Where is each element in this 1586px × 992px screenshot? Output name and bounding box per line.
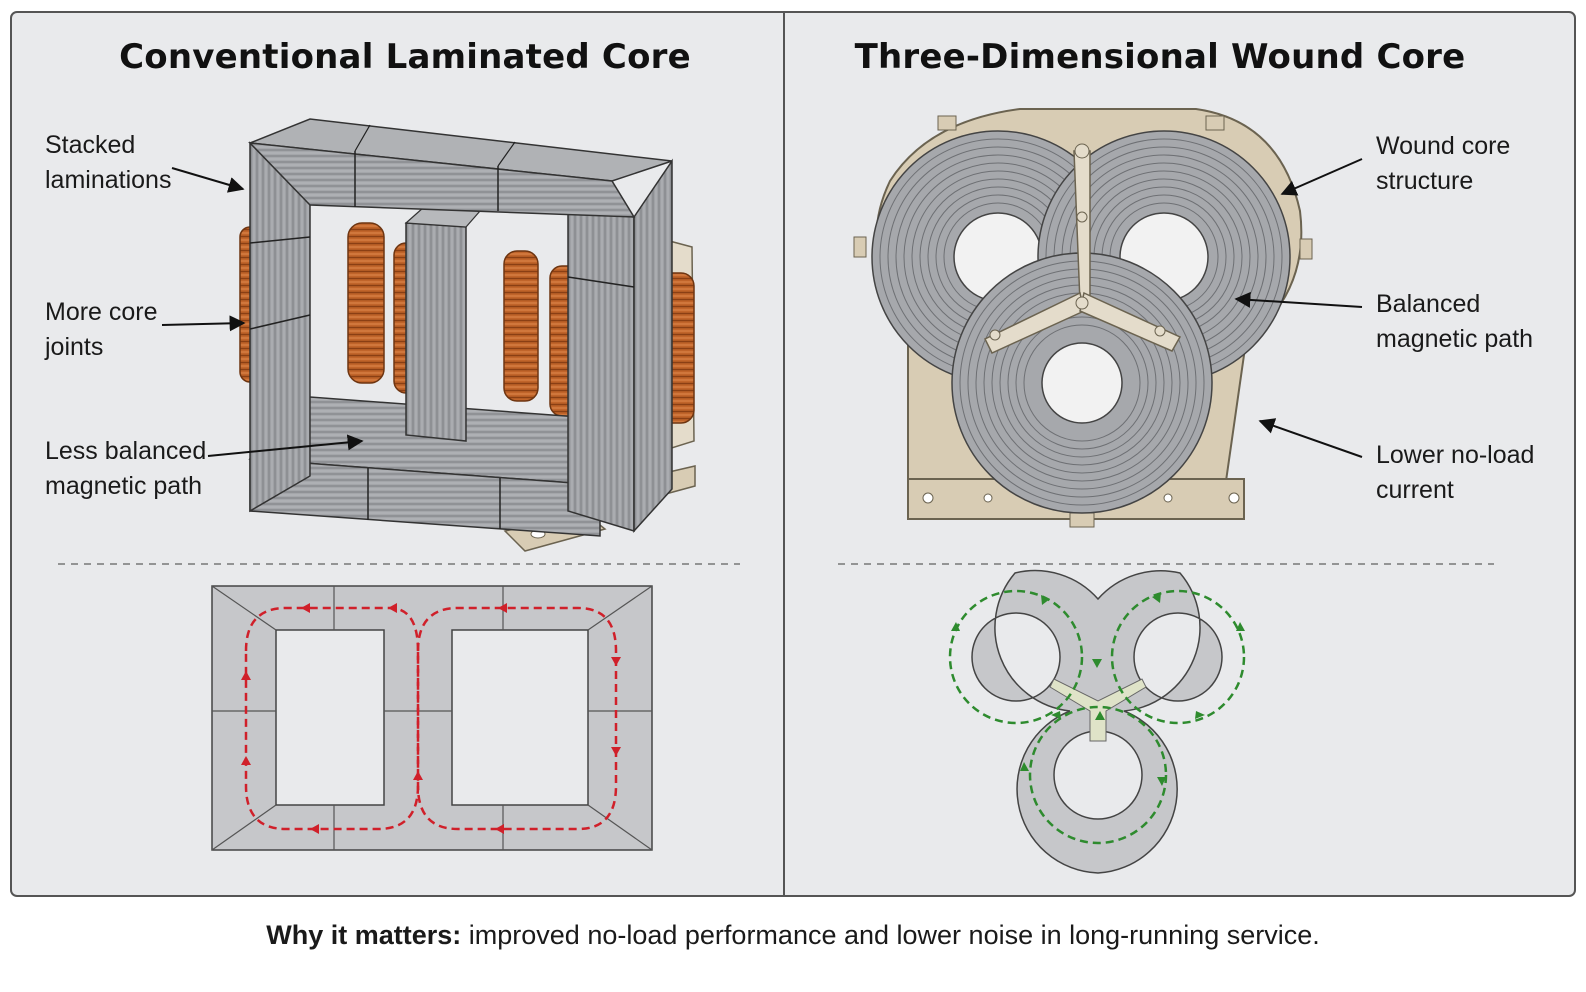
laminated-core-3d [239, 118, 696, 552]
diagram-canvas [10, 11, 1576, 897]
left-panel-title: Conventional Laminated Core [119, 37, 691, 77]
label-balanced-magnetic-path: Balanced magnetic path [1376, 290, 1534, 353]
caption: Why it matters: improved no-load perform… [0, 920, 1586, 951]
red-flux-arrowheads [241, 603, 621, 834]
caption-lead: Why it matters: [266, 920, 462, 950]
label-wound-core-structure: Wound core structure [1376, 132, 1511, 195]
y-clamp-bracket [983, 143, 1182, 354]
left-callout-arrows [161, 167, 364, 457]
label-more-core-joints: More core joints [45, 298, 158, 361]
label-less-balanced-path: Less balanced magnetic path [45, 437, 207, 500]
caption-text: improved no-load performance and lower n… [461, 920, 1320, 950]
label-lower-no-load-current: Lower no-load current [1376, 441, 1535, 504]
diagram-frame: Conventional Laminated Core Three-Dimens… [10, 11, 1576, 907]
wound-ring-bottom [951, 252, 1213, 514]
wound-core-3d [853, 108, 1313, 528]
green-flux-arrowheads [951, 593, 1245, 786]
laminated-flux-diagram [211, 585, 653, 851]
wound-flux-diagram [948, 569, 1246, 874]
right-callout-arrows [1234, 158, 1363, 458]
label-stacked-laminations: Stacked laminations [45, 131, 172, 194]
right-panel-title: Three-Dimensional Wound Core [854, 37, 1466, 77]
